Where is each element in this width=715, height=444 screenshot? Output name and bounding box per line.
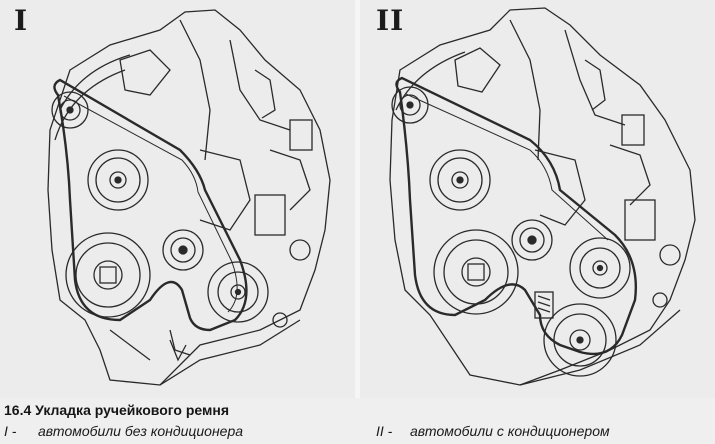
panel-numeral-II: II <box>376 4 405 37</box>
engine-drawing-left <box>47 9 331 386</box>
legend-item-with-ac: II - автомобили с кондиционером <box>376 423 610 439</box>
legend-text: автомобили без кондиционера <box>38 423 244 439</box>
caption-title: 16.4 Укладка ручейкового ремня <box>4 402 229 418</box>
figure-with-ac: II <box>360 0 715 398</box>
figure-caption: 16.4 Укладка ручейкового ремня I - автомо… <box>4 402 710 442</box>
legend-item-without-ac: I - автомобили без кондиционера <box>4 423 243 439</box>
legend-text: автомобили с кондиционером <box>410 423 610 439</box>
panel-numeral-I: I <box>14 4 29 37</box>
legend-mark: I - <box>4 423 17 439</box>
figure-divider <box>355 0 360 398</box>
figure-without-ac: I <box>0 0 355 398</box>
engine-drawing-right <box>389 7 696 386</box>
legend-mark: II - <box>376 423 393 439</box>
